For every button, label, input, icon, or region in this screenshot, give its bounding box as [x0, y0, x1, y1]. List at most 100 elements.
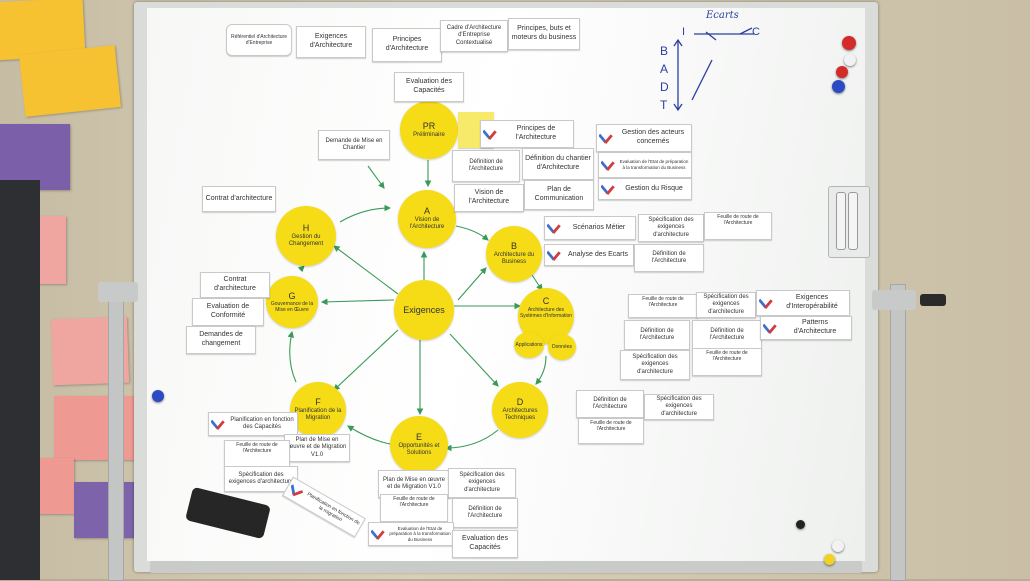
card-label: Exigences d'Interopérabilité: [786, 294, 838, 310]
card-label: Gestion des acteurs concernés: [621, 129, 685, 145]
tools-icon: [601, 184, 615, 195]
tools-icon: [290, 484, 304, 496]
card-gestion-risque: Gestion du Risque: [598, 178, 692, 200]
card-gestion-acteurs: Gestion des acteurs concernés: [596, 124, 692, 152]
handwriting-ecarts: Ecarts: [706, 10, 739, 21]
card-label: Evaluation de l'Etat de préparation à la…: [619, 159, 689, 170]
stand-clamp-right: [872, 290, 916, 310]
magnet-yellow[interactable]: [824, 554, 835, 565]
marker[interactable]: [836, 192, 846, 250]
card-feuille-de-route-1: Feuille de route de l'Architecture: [704, 212, 772, 240]
card-definition-architecture-6: Définition de l'Architecture: [452, 498, 518, 528]
card-planification-migration-diagonal: Planification en fonction de la migratio…: [282, 476, 366, 538]
card-exigences-architecture: Exigences d'Architecture: [296, 26, 366, 58]
phase-pr-circle: PR Préliminaire: [400, 101, 458, 159]
card-label: Patterns d'Architecture: [793, 319, 837, 335]
card-specification-exigences-3: Spécification des exigences d'architectu…: [620, 350, 690, 380]
phase-h-letter: H: [302, 223, 310, 234]
card-patterns-architecture: Patterns d'Architecture: [760, 316, 852, 340]
phase-g-letter: G: [288, 290, 296, 301]
card-label: Planification en fonction des Capacités: [230, 416, 294, 431]
tools-icon: [763, 323, 777, 334]
card-definition-architecture-4: Définition de l'Architecture: [692, 320, 762, 350]
card-principes-de-l-architecture: Principes de l'Architecture: [480, 120, 574, 148]
phase-f-letter: F: [315, 397, 321, 408]
magnet-white[interactable]: [844, 54, 856, 66]
card-analyse-ecarts: Analyse des Ecarts: [544, 244, 634, 266]
magnet-red[interactable]: [842, 36, 856, 50]
handwriting-i: I: [682, 26, 686, 38]
tools-icon: [211, 419, 225, 430]
phase-f-circle: F Planification de la Migration: [290, 382, 346, 438]
card-evaluation-etat-2: Evaluation de l'Etat de préparation à la…: [368, 522, 454, 546]
phase-h-name: Gestion du Changement: [288, 234, 324, 248]
phase-d-circle: D Architectures Techniques: [492, 382, 548, 438]
card-definition-architecture-3: Définition de l'Architecture: [624, 320, 690, 350]
tools-icon: [483, 129, 497, 140]
card-feuille-de-route-5: Feuille de route de l'Architecture: [224, 440, 290, 468]
handwriting-c: C: [752, 26, 760, 38]
phase-d-letter: D: [516, 397, 524, 408]
phase-pr-name: Préliminaire: [413, 131, 445, 138]
requirements-center-circle: Exigences: [394, 280, 454, 340]
phase-e-circle: E Opportunités et Solutions: [390, 416, 448, 474]
card-vision-architecture: Vision de l'Architecture: [454, 184, 524, 212]
handwriting-b: B: [660, 44, 669, 58]
card-plan-communication: Plan de Communication: [524, 180, 594, 210]
card-principes-buts: Principes, buts et moteurs du business: [508, 18, 580, 50]
card-definition-chantier: Définition du chantier d'Architecture: [522, 148, 594, 180]
handwriting-a: A: [660, 62, 669, 76]
card-scenarios-metier: Scénarios Métier: [544, 216, 636, 240]
card-definition-architecture-2: Définition de l'Architecture: [634, 244, 704, 272]
phase-h-circle: H Gestion du Changement: [276, 206, 336, 266]
magnet-white[interactable]: [832, 540, 844, 552]
card-label: Analyse des Ecarts: [568, 250, 628, 258]
card-specification-exigences-5: Spécification des exigences d'architectu…: [224, 466, 298, 492]
magnet-blue[interactable]: [832, 80, 845, 93]
stand-handle[interactable]: [920, 294, 946, 306]
magnet-blue[interactable]: [152, 390, 164, 402]
card-feuille-de-route-4: Feuille de route de l'Architecture: [578, 418, 644, 444]
phase-e-name: Opportunités et Solutions: [398, 443, 440, 457]
card-label: Principes de l'Architecture: [515, 125, 557, 141]
card-specification-exigences-6: Spécification des exigences d'architectu…: [448, 468, 516, 498]
card-feuille-de-route-3: Feuille de route de l'Architecture: [692, 348, 762, 376]
phase-g-circle: G Gouvernance de la Mise en Œuvre: [266, 276, 318, 328]
card-label: Gestion du Risque: [625, 184, 683, 192]
tools-icon: [371, 529, 385, 540]
handwriting-t: T: [660, 98, 668, 112]
card-definition-architecture-1: Définition de l'Architecture: [452, 150, 520, 182]
magnet-black[interactable]: [796, 520, 805, 529]
card-definition-architecture-5: Définition de l'Architecture: [576, 390, 644, 418]
monitor-edge: [0, 180, 40, 580]
card-plan-mise-en-oeuvre-1: Plan de Mise en œuvre et de Migration V1…: [284, 434, 350, 462]
phase-c-applications: Applications: [514, 332, 544, 358]
card-feuille-de-route-6: Feuille de route de l'Architecture: [380, 494, 448, 522]
sticky-note-purple-2: [74, 482, 138, 538]
marker[interactable]: [848, 192, 858, 250]
card-demandes-changement: Demandes de changement: [186, 326, 256, 354]
phase-e-letter: E: [415, 432, 422, 443]
phase-b-letter: B: [510, 241, 517, 252]
card-evaluation-capacites-bottom: Evaluation des Capacités: [452, 530, 518, 558]
card-evaluation-conformite: Evaluation de Conformité: [192, 298, 264, 326]
card-specification-exigences-1: Spécification des exigences d'architectu…: [638, 214, 704, 242]
card-exigences-interoperabilite: Exigences d'Interopérabilité: [756, 290, 850, 316]
tools-icon: [547, 250, 561, 261]
phase-a-name: Vision de l'Architecture: [409, 217, 445, 231]
handwriting-d: D: [660, 80, 669, 94]
tools-icon: [547, 223, 561, 234]
phase-b-circle: B Architecture du Business: [486, 226, 542, 282]
tools-icon: [599, 133, 613, 144]
phase-pr-letter: PR: [422, 121, 436, 131]
card-principes-architecture: Principes d'Architecture: [372, 28, 442, 62]
phase-b-name: Architecture du Business: [493, 252, 535, 266]
phase-c-letter: C: [542, 296, 550, 306]
phase-c-name: Architecture des Systèmes d'Information: [519, 306, 573, 319]
phase-d-name: Architectures Techniques: [502, 408, 538, 422]
magnet-red[interactable]: [836, 66, 848, 78]
card-contrat-architecture-1: Contrat d'architecture: [202, 186, 276, 212]
card-evaluation-capacites-top: Evaluation des Capacités: [394, 72, 464, 102]
card-referentiel: Référentiel d'Architecture d'Entreprise: [226, 24, 292, 56]
phase-f-name: Planification de la Migration: [294, 408, 342, 422]
